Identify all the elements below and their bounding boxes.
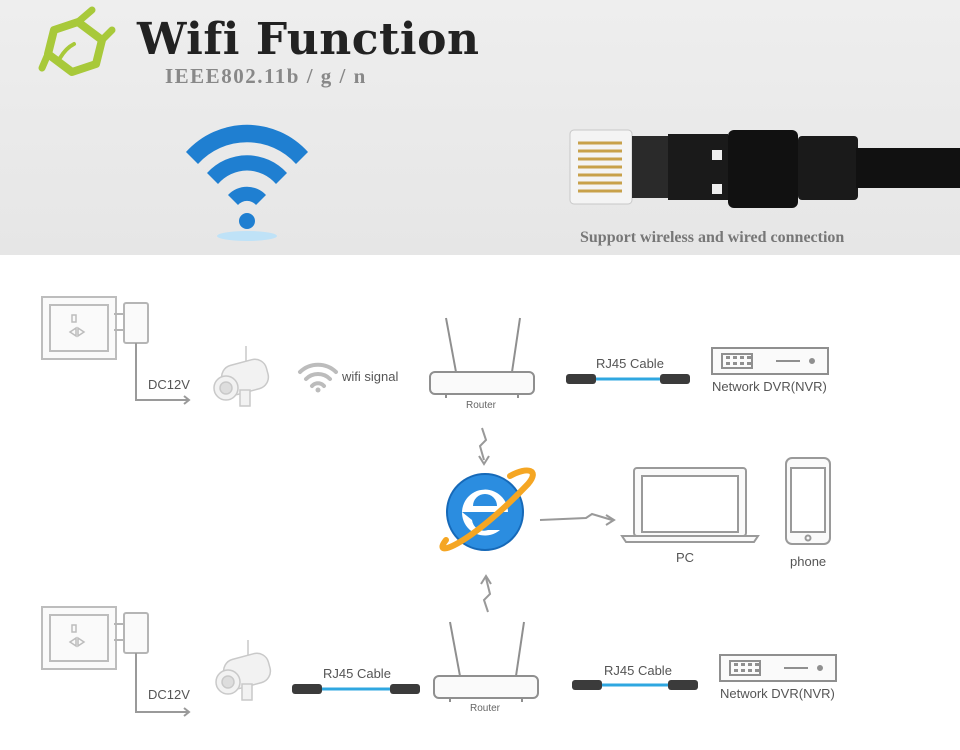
header-band	[0, 0, 960, 255]
rj45-cable-icon	[572, 680, 698, 690]
bottom-right-cable-label: RJ45 Cable	[604, 663, 672, 678]
nvr-icon	[719, 654, 837, 682]
rj45-cable-icon	[566, 374, 690, 384]
support-caption: Support wireless and wired connection	[580, 229, 845, 246]
bottom-left-cable-label: RJ45 Cable	[323, 666, 391, 681]
router-icon	[429, 317, 535, 398]
nvr-icon	[711, 347, 829, 375]
wifi-signal-label: wifi signal	[342, 369, 399, 384]
laptop-icon	[620, 467, 760, 543]
wifi-icon	[186, 124, 308, 241]
ethernet-cable-icon	[569, 129, 960, 208]
router-icon	[433, 621, 539, 702]
power-adapter-icon	[114, 612, 191, 717]
page-title: Wifi Function	[137, 14, 480, 65]
wall-socket-icon	[41, 296, 117, 360]
rj45-cable-icon	[292, 684, 420, 694]
top-cable-label: RJ45 Cable	[596, 356, 664, 371]
internet-explorer-icon	[439, 467, 536, 552]
top-nvr-label: Network DVR(NVR)	[712, 379, 827, 394]
small-wifi-icon	[298, 362, 338, 393]
power-adapter-icon	[114, 302, 191, 405]
phone-icon	[785, 457, 831, 545]
pc-label: PC	[676, 550, 695, 565]
header-graphics	[38, 6, 960, 241]
camera-icon	[215, 640, 272, 701]
internet-to-pc-arrow	[539, 512, 616, 526]
page-subtitle: IEEE802.11b / g / n	[165, 64, 367, 88]
router-to-internet-arrow-bottom	[480, 574, 492, 613]
top-router-label: Router	[466, 400, 497, 411]
plug-logo-icon	[38, 6, 116, 76]
router-to-internet-arrow	[478, 427, 490, 466]
phone-label: phone	[790, 554, 827, 569]
bottom-router-label: Router	[470, 703, 501, 714]
bottom-power-label: DC12V	[148, 687, 190, 702]
top-power-label: DC12V	[148, 377, 190, 392]
bottom-nvr-label: Network DVR(NVR)	[720, 686, 835, 701]
wall-socket-icon	[41, 606, 117, 670]
camera-icon	[213, 346, 270, 407]
